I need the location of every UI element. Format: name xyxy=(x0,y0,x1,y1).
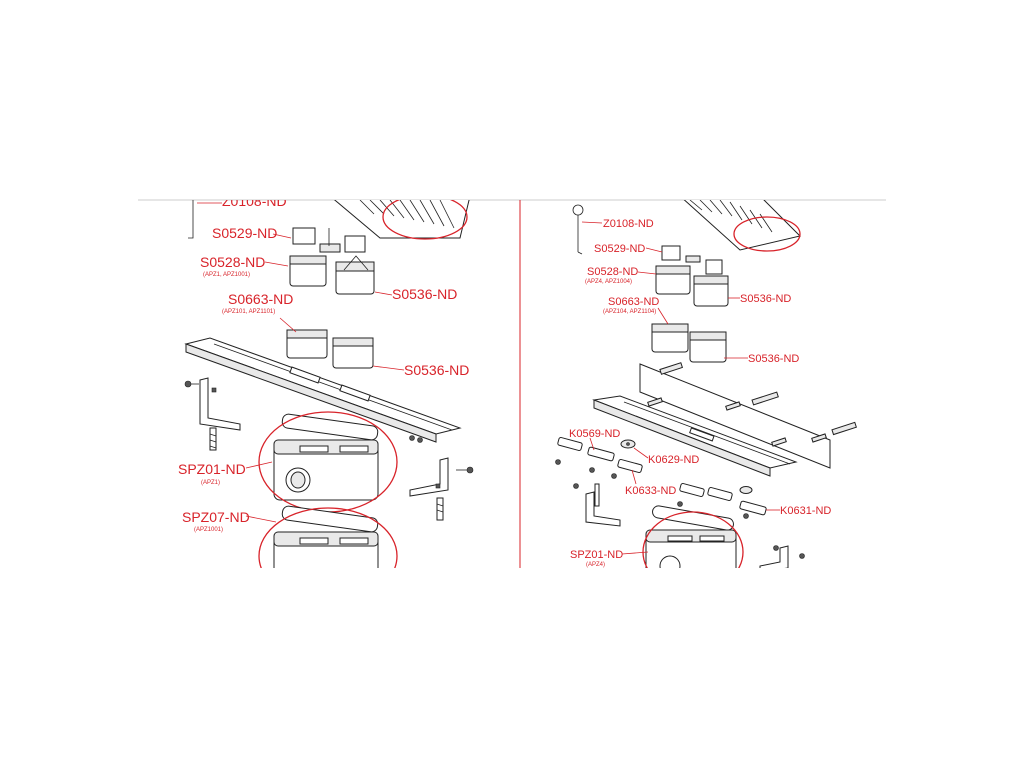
label-s0536-a-right: S0536-ND xyxy=(740,293,791,305)
grate-highlight-circle-right xyxy=(733,216,801,252)
trap-s0528-left xyxy=(289,255,375,295)
foot-k0629 xyxy=(620,439,636,449)
clip-s0529-right xyxy=(661,245,723,275)
feet-k0569 xyxy=(555,436,615,473)
label-z0108-left: Z0108-ND xyxy=(222,193,287,209)
bracket-right-b xyxy=(759,545,805,568)
grate-left xyxy=(333,200,470,240)
label-s0529-right: S0529-ND xyxy=(594,243,645,255)
sump-spz01-left xyxy=(258,411,398,513)
label-s0528-left: S0528-ND xyxy=(200,254,265,270)
label-k0631: K0631-ND xyxy=(780,505,831,517)
label-k0629: K0629-ND xyxy=(648,454,699,466)
grate-highlight-circle xyxy=(382,200,468,240)
channel-left xyxy=(184,337,462,443)
label-spz01-left: SPZ01-ND xyxy=(178,461,246,477)
trap-s0663-left xyxy=(286,329,374,369)
label-spz01-right: SPZ01-ND xyxy=(570,549,623,561)
label-s0528-right: S0528-ND xyxy=(587,266,638,278)
label-s0536-b-left: S0536-ND xyxy=(404,362,469,378)
label-spz07-sub-left: (APZ1001) xyxy=(194,527,223,533)
label-s0536-b-right: S0536-ND xyxy=(748,353,799,365)
sump-spz07-left xyxy=(258,505,398,568)
foot-k0633 xyxy=(611,458,643,479)
label-s0663-right: S0663-ND xyxy=(608,296,659,308)
label-s0663-left: S0663-ND xyxy=(228,291,293,307)
label-s0663-sub-right: (APZ104, APZ1104) xyxy=(603,309,656,315)
label-spz01-sub-left: (APZ1) xyxy=(201,480,220,486)
label-z0108-right: Z0108-ND xyxy=(603,218,654,230)
grate-right xyxy=(683,200,801,252)
clip-s0529-left xyxy=(292,227,366,253)
label-s0528-sub-right: (APZ4, APZ1004) xyxy=(585,279,632,285)
feet-k0631 xyxy=(677,482,767,519)
sump-spz07-highlight-circle xyxy=(258,507,398,568)
key-tool-right xyxy=(572,204,584,255)
right-panel: Z0108-ND S0529-ND S0528-ND (APZ4, APZ100… xyxy=(555,200,857,568)
sump-spz01-right xyxy=(642,505,744,568)
label-spz07-left: SPZ07-ND xyxy=(182,509,250,525)
left-panel: Z0108-ND S0529-ND S0528-ND (APZ1, APZ100… xyxy=(178,193,474,568)
label-k0569: K0569-ND xyxy=(569,428,620,440)
label-spz01-sub-right: (APZ4) xyxy=(586,562,605,568)
channel-right xyxy=(592,363,831,477)
bracket-right-a xyxy=(573,483,621,527)
label-k0633: K0633-ND xyxy=(625,485,676,497)
label-s0529-left: S0529-ND xyxy=(212,225,277,241)
label-s0663-sub-left: (APZ101, APZ1101) xyxy=(222,309,275,315)
trap-s0663-right xyxy=(651,323,727,363)
key-tool-left xyxy=(188,200,194,239)
bracket-left-b xyxy=(409,435,474,521)
label-s0536-a-left: S0536-ND xyxy=(392,286,457,302)
trap-s0528-right xyxy=(655,265,729,307)
wall-anchors-right xyxy=(647,362,857,447)
bracket-left-a xyxy=(184,377,241,451)
label-s0528-sub-left: (APZ1, APZ1001) xyxy=(203,272,250,278)
